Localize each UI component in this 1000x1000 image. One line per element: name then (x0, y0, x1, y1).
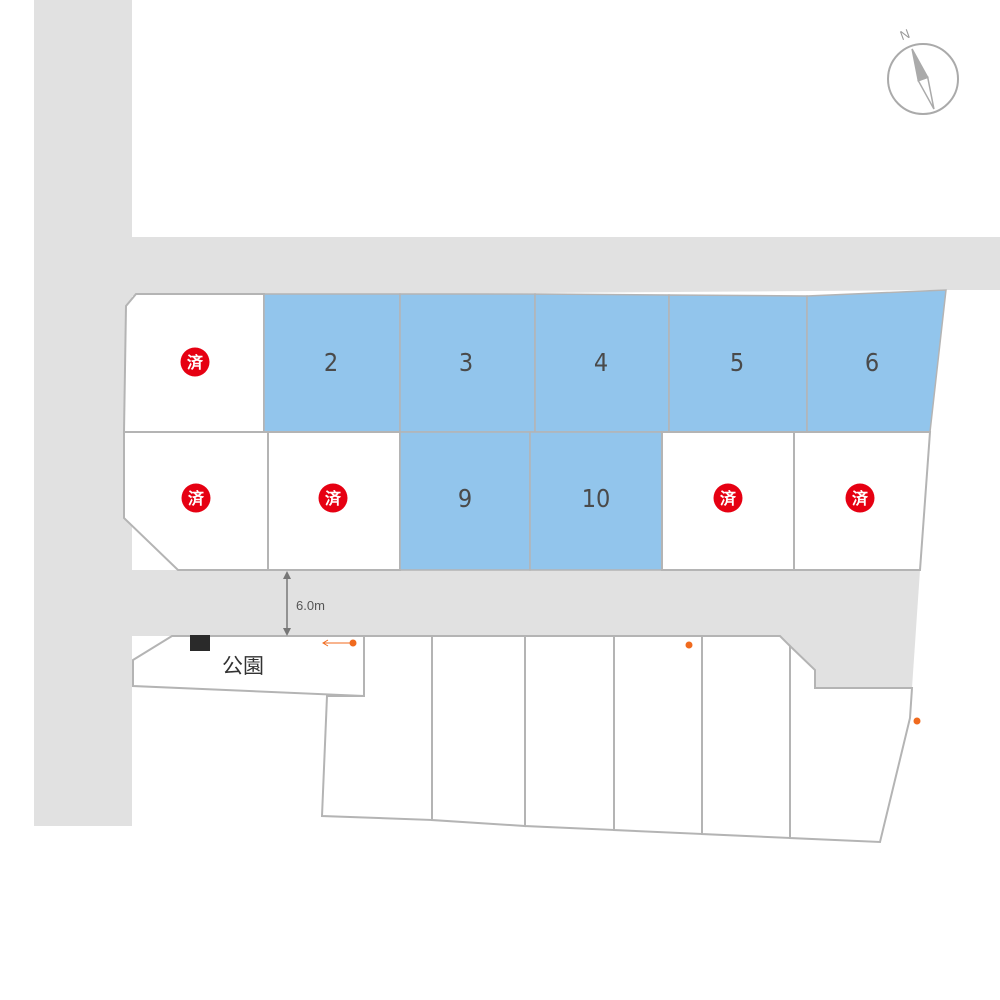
road-west (34, 0, 132, 826)
lot-number-10: 10 (582, 484, 611, 513)
sold-badge-lot-12 (845, 483, 875, 513)
park: 公園 (132, 635, 365, 698)
marker-dot (349, 639, 357, 647)
compass-needle-icon (911, 48, 935, 110)
south-lot (701, 635, 791, 840)
lots-top-row (122, 289, 947, 433)
south-lot (789, 643, 914, 844)
sold-label-lot-12: 済 (852, 489, 869, 508)
lot-number-3: 3 (459, 348, 473, 377)
markers (322, 639, 921, 725)
sold-label-lot-1: 済 (187, 353, 204, 372)
marker-dot (913, 717, 921, 725)
road-width-label: 6.0m (296, 598, 325, 613)
south-lot (524, 635, 615, 832)
compass-north-label: N (898, 26, 912, 43)
park-label: 公園 (222, 654, 264, 678)
south-lot (613, 635, 703, 836)
sold-label-lot-8: 済 (325, 489, 342, 508)
lot-number-4: 4 (594, 348, 608, 377)
dimension-arrow-down (283, 628, 291, 636)
lots-middle-row (123, 431, 932, 571)
road-north (132, 237, 1000, 296)
roads (34, 0, 1000, 826)
marker-dot (685, 641, 693, 649)
road-south (132, 570, 920, 688)
lot-number-5: 5 (730, 348, 744, 377)
south-lot (431, 635, 526, 828)
lot-number-9: 9 (458, 484, 472, 513)
sold-badge-lot-8 (318, 483, 348, 513)
park-toilet-icon (190, 635, 210, 651)
sold-badge-lot-7 (181, 483, 211, 513)
dimension-arrow-up (283, 571, 291, 579)
road-width-dimension: 6.0m (283, 571, 325, 636)
lots-south-row (320, 635, 914, 844)
sold-label-lot-7: 済 (188, 489, 205, 508)
sold-badge-lot-11 (713, 483, 743, 513)
sold-badge-lot-1 (180, 347, 210, 377)
lot-number-2: 2 (324, 348, 338, 377)
marker-arrow-head (322, 639, 329, 647)
compass: N (887, 26, 959, 115)
lot-number-6: 6 (865, 348, 879, 377)
compass-ring (887, 43, 959, 115)
sold-label-lot-11: 済 (720, 489, 737, 508)
